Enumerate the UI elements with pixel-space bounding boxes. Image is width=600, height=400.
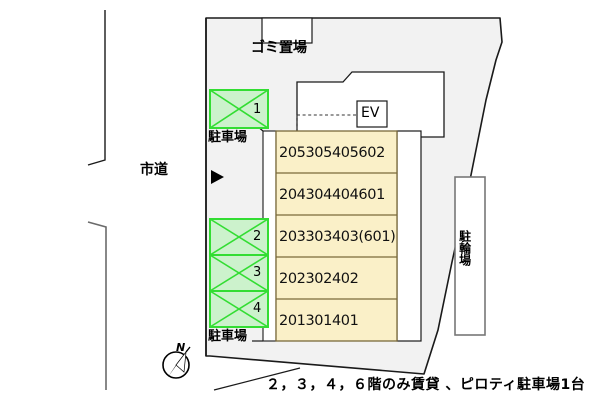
unit-grid	[275, 130, 398, 342]
parking-stall-number-3: 3	[253, 265, 262, 280]
corridor-strip	[396, 130, 422, 342]
garbage-area-label: ゴミ置場	[251, 40, 307, 56]
road-label: 市道	[140, 162, 168, 178]
entrance-arrow-icon	[211, 170, 224, 184]
garbage-area-box	[261, 17, 313, 44]
parking-stall-number-2: 2	[253, 229, 262, 244]
bicycle-parking-box[interactable]	[454, 176, 486, 336]
unit-row-label: 201301401	[279, 313, 359, 329]
parking-label-bottom: 駐車場	[208, 329, 248, 344]
unit-row-label: 202302402	[279, 271, 359, 287]
parking-stall-4[interactable]	[209, 290, 269, 328]
parking-stall-1[interactable]	[209, 89, 269, 129]
parking-stall-number-1: 1	[253, 102, 262, 117]
caption-note: ２，３，４，６階のみ賃貸 、ピロティ駐車場1台	[266, 377, 586, 393]
unit-row-label: 204304404601	[279, 187, 385, 203]
road-boundary-lines	[87, 10, 107, 390]
compass-north-label: N	[176, 341, 186, 354]
elevator-box	[356, 100, 388, 128]
parking-label-top: 駐車場	[208, 130, 248, 145]
parking-stall-number-4: 4	[253, 301, 262, 316]
unit-row-label: 205305405602	[279, 145, 385, 161]
compass-icon	[162, 346, 191, 379]
caption-leader-line	[213, 367, 301, 391]
unit-row-label: 203303403(601)	[279, 229, 396, 245]
bicycle-parking-label: 駐輪場	[457, 230, 472, 266]
elevator-label: EV	[361, 105, 380, 121]
